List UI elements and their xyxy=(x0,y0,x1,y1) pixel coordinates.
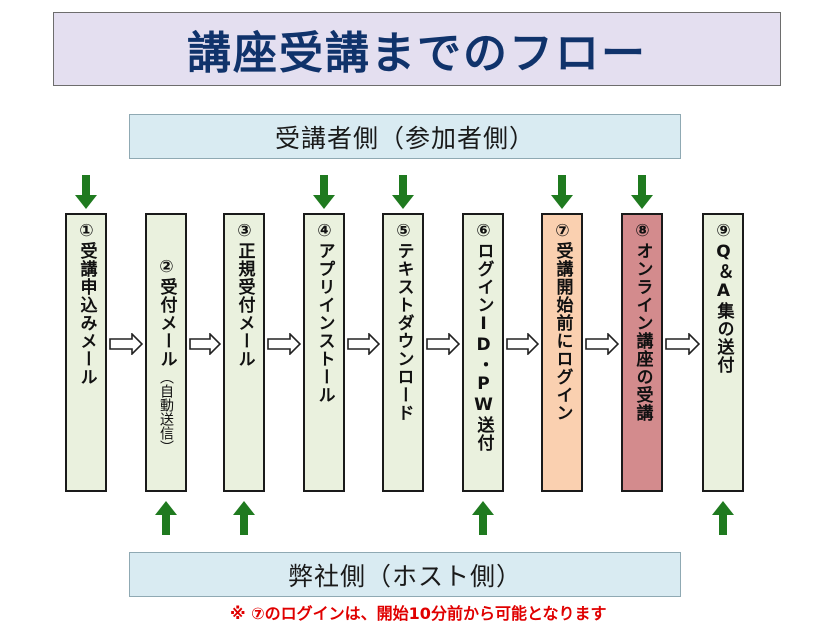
host-side-label: 弊社側（ホスト側） xyxy=(129,552,681,597)
flow-arrow-icon xyxy=(189,333,221,355)
flow-step-label: ④アプリインストール xyxy=(314,221,335,404)
flow-arrow-icon xyxy=(109,333,143,355)
flow-step-label: ①受講申込みメール xyxy=(76,221,97,386)
flow-step-8: ⑧オンライン講座の受講 xyxy=(621,213,663,492)
flow-step-5: ⑤テキストダウンロード xyxy=(382,213,424,492)
flow-step-9: ⑨Q＆A集の送付 xyxy=(702,213,744,492)
flow-arrow-icon xyxy=(585,333,619,355)
down-arrow-icon xyxy=(313,175,335,209)
flow-step-label: ⑤テキストダウンロード xyxy=(393,221,414,422)
flow-step-sublabel: （自動送信） xyxy=(158,370,174,454)
up-arrow-icon xyxy=(712,501,734,535)
down-arrow-icon xyxy=(631,175,653,209)
login-note: ※ ⑦のログインは、開始10分前から可能となります xyxy=(230,604,607,623)
flow-step-6: ⑥ログインID・PW送付 xyxy=(462,213,504,492)
flow-step-1: ①受講申込みメール xyxy=(65,213,107,492)
flow-step-label: ③正規受付メール xyxy=(234,221,255,368)
flow-step-3: ③正規受付メール xyxy=(223,213,265,492)
down-arrow-icon xyxy=(75,175,97,209)
up-arrow-icon xyxy=(472,501,494,535)
participant-side-label: 受講者側（参加者側） xyxy=(129,114,681,159)
flow-step-label: ②受付メール xyxy=(156,257,177,368)
flow-step-7: ⑦受講開始前にログイン xyxy=(541,213,583,492)
flow-arrow-icon xyxy=(665,333,700,355)
flow-arrow-icon xyxy=(267,333,301,355)
flow-arrow-icon xyxy=(347,333,380,355)
down-arrow-icon xyxy=(392,175,414,209)
up-arrow-icon xyxy=(233,501,255,535)
up-arrow-icon xyxy=(155,501,177,535)
flow-step-label: ⑥ログインID・PW送付 xyxy=(473,221,494,452)
flow-arrow-icon xyxy=(506,333,539,355)
flow-arrow-icon xyxy=(426,333,460,355)
flow-step-label: ⑦受講開始前にログイン xyxy=(552,221,573,422)
down-arrow-icon xyxy=(551,175,573,209)
page-title: 講座受講までのフロー xyxy=(53,12,781,86)
flow-step-label: ⑧オンライン講座の受講 xyxy=(632,221,653,422)
flow-step-2: ②受付メール （自動送信） xyxy=(145,213,187,492)
flow-step-4: ④アプリインストール xyxy=(303,213,345,492)
flow-step-label: ⑨Q＆A集の送付 xyxy=(713,221,734,374)
